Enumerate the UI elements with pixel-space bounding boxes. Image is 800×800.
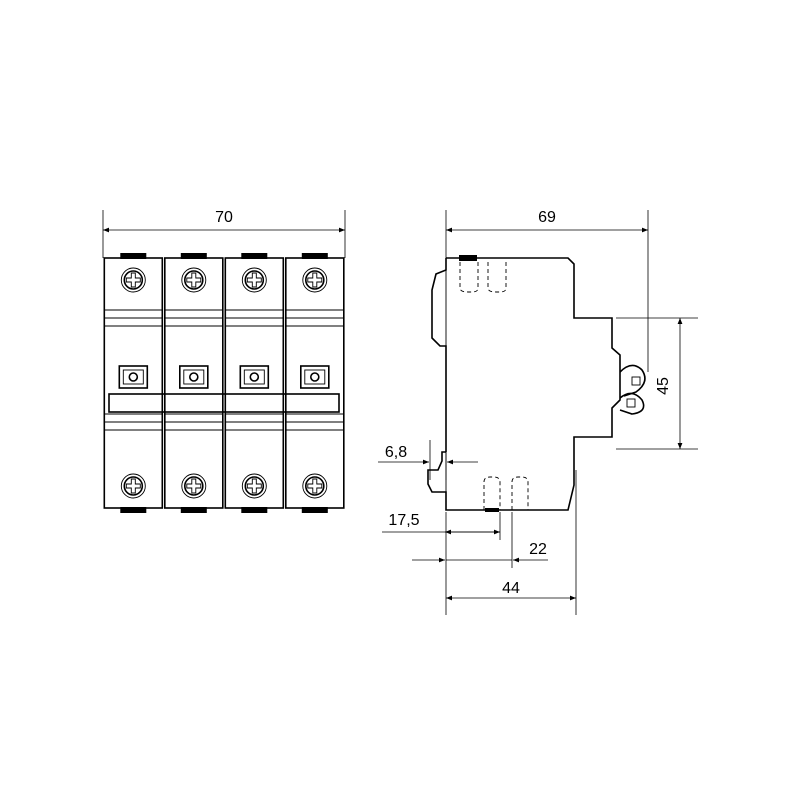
rail-offset-label: 6,8 [385, 444, 407, 461]
terminal-spacing-label: 22 [529, 541, 547, 558]
depth-label: 69 [538, 209, 556, 226]
pole-module [104, 253, 162, 513]
pole-module [225, 253, 283, 513]
side-view [427, 255, 646, 512]
dimension-lines [102, 210, 698, 615]
height-label: 45 [655, 377, 672, 395]
front-view [104, 253, 343, 513]
pole-module [165, 253, 223, 513]
handle-tie-bar [108, 393, 340, 413]
terminal-offset-label: 17,5 [388, 512, 419, 529]
base-depth-label: 44 [502, 580, 520, 597]
width-label: 70 [215, 209, 233, 226]
pole-module [286, 253, 344, 513]
side-body-outline [427, 257, 621, 511]
toggle-handle [619, 364, 646, 415]
